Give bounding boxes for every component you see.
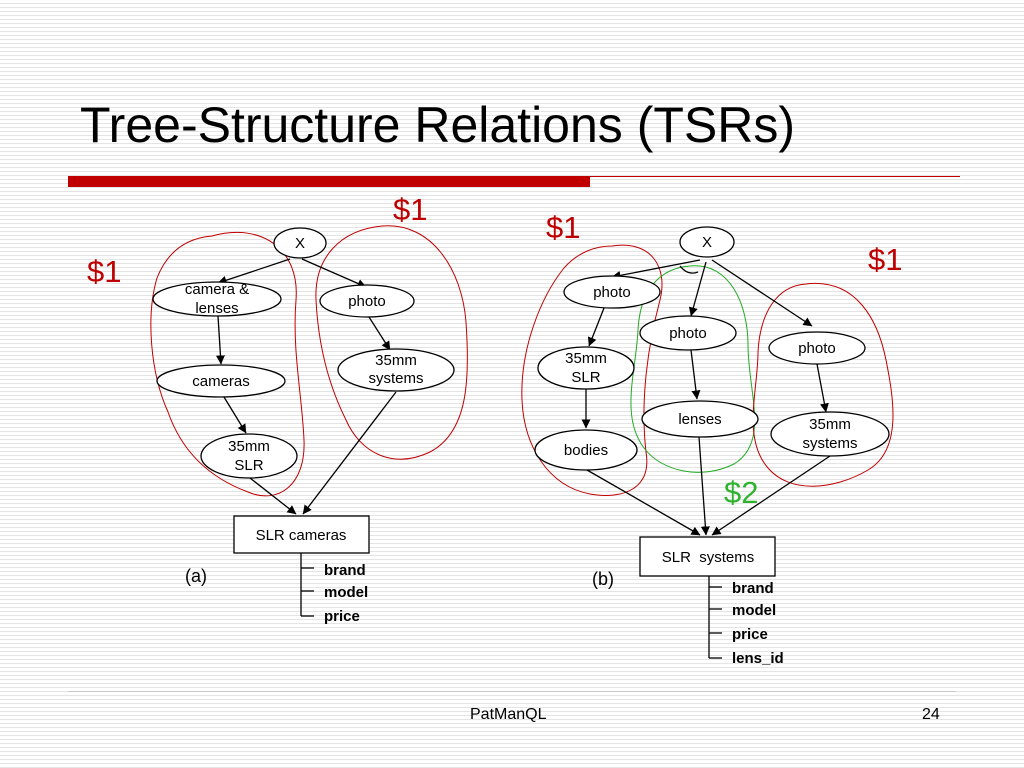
node-bodies-label: bodies [564,442,608,459]
attr-price-b: price [732,626,768,643]
panel-label-b: (b) [592,569,614,589]
group-outline-middle-branch [630,265,756,473]
node-slr-cameras-label: SLR cameras [256,527,347,544]
node-35mm-systems-b-line2: systems [802,435,857,452]
edge-35mm-systems-target [302,391,397,515]
title-underline-rule [590,176,960,177]
cost-label-camera-branch: $1 [87,254,121,289]
diagram-b: X photo photo photo 35mm SLR lenses 35mm… [521,210,902,667]
node-camera-lenses-line2: lenses [195,300,238,317]
edge-35mm-systems-target [711,455,831,536]
edge-x-camera-lenses [217,258,291,285]
node-photo-left: photo [563,275,661,309]
node-photo-mid: photo [639,315,737,351]
node-35mm-systems-b-line1: 35mm [809,416,851,433]
group-outline-right-branch [752,282,894,487]
panel-label-a: (a) [185,566,207,586]
node-camera-lenses: camera & lenses [152,281,282,317]
edge-photo-mid-lenses [690,349,701,400]
node-35mm-systems-line1: 35mm [375,352,417,369]
page-number: 24 [922,706,940,723]
node-photo-right: photo [768,331,866,365]
node-cameras-label: cameras [192,373,250,390]
attr-model: model [324,584,368,601]
node-x-label: X [295,235,305,252]
node-35mm-slr-b: 35mm SLR [537,346,635,390]
node-slr-systems-label: SLR systems [662,549,755,566]
node-photo-left-label: photo [593,284,631,301]
node-35mm-slr-b-line1: 35mm [565,350,607,367]
edge-photo-left-35mm-slr [587,307,605,347]
attr-price: price [324,608,360,625]
node-camera-lenses-line1: camera & [185,281,249,298]
edge-x-photo-left [611,259,701,280]
node-cameras: cameras [156,364,286,398]
cost-label-photo-branch: $1 [393,192,427,227]
node-x-b: X [679,226,735,258]
node-35mm-systems-b: 35mm systems [770,411,890,457]
cost-label-middle-branch: $2 [724,475,758,510]
edge-x-photo-mid [688,261,707,317]
footer-label: PatManQL [470,706,547,723]
edge-x-photo [301,258,367,288]
group-outline-photo-branch [315,225,468,460]
node-35mm-slr: 35mm SLR [200,433,298,479]
title-underline-bar [68,176,590,187]
cost-label-right-branch: $1 [868,242,902,277]
attr-lens-id-b: lens_id [732,650,784,667]
node-lenses-label: lenses [678,411,721,428]
attr-brand: brand [324,562,366,579]
edge-cameras-35mm-slr [223,396,247,434]
attributes-b: brand model price lens_id [708,576,784,667]
node-slr-systems: SLR systems [639,536,776,577]
edge-photo-right-35mm-systems [816,363,829,413]
attr-model-b: model [732,602,776,619]
node-35mm-systems: 35mm systems [337,348,455,392]
group-outline-left-branch [521,244,663,496]
diagram-a: X camera & lenses photo cameras 35mm sys… [87,192,468,625]
footer-divider [68,691,956,692]
cost-label-left-branch: $1 [546,210,580,245]
edge-photo-35mm-systems [368,316,391,351]
group-outline-camera-branch [150,231,305,497]
node-photo-label: photo [348,293,386,310]
node-35mm-slr-line1: 35mm [228,438,270,455]
edge-bodies-target [586,469,701,536]
edge-35mm-slr-target [249,477,297,515]
node-bodies: bodies [534,429,638,471]
node-35mm-systems-line2: systems [368,370,423,387]
node-photo: photo [319,284,415,318]
slide-title: Tree-Structure Relations (TSRs) [80,97,795,153]
node-35mm-slr-b-line2: SLR [571,369,600,386]
node-lenses: lenses [641,400,759,438]
node-x-b-label: X [702,234,712,251]
edge-arc-mark [679,265,699,274]
edge-x-photo-right [711,259,813,327]
attr-brand-b: brand [732,580,774,597]
edge-lenses-target [698,436,710,536]
attributes-a: brand model price [300,553,368,625]
node-photo-mid-label: photo [669,325,707,342]
edge-camera-lenses-cameras [215,315,225,365]
node-35mm-slr-line2: SLR [234,457,263,474]
node-x: X [273,227,327,259]
node-photo-right-label: photo [798,340,836,357]
node-slr-cameras: SLR cameras [233,515,370,554]
